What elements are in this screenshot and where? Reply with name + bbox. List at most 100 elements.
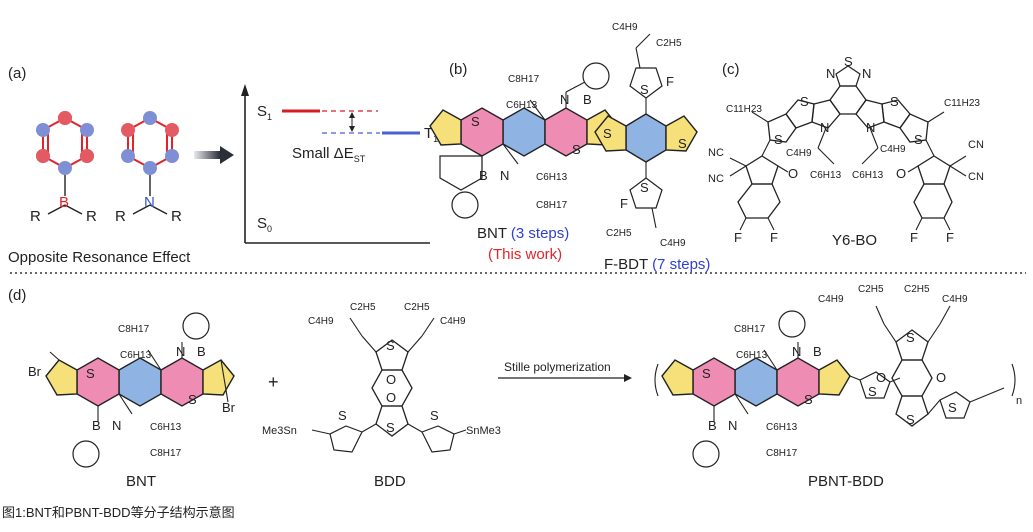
- bnt-d-bromine-left: Br: [28, 364, 42, 379]
- pbnt-chain-c2h5-right: C2H5: [904, 284, 930, 295]
- panel-b: (b) N B B N S S C8H17 C6H13 C6H13 C8H17 …: [429, 22, 710, 273]
- bnt-b-nitrogen-bottom: N: [500, 168, 509, 183]
- bnt-d-boron-bottom: B: [92, 418, 101, 433]
- y6bo-cn-right-bottom: CN: [968, 171, 984, 183]
- fbdt-chain-c2h5-top: C2H5: [656, 38, 682, 49]
- r-left-nitrogen: R: [115, 208, 126, 225]
- pbnt-nitrogen-bottom: N: [728, 418, 737, 433]
- fbdt-chain-c2h5-bottom: C2H5: [606, 228, 632, 239]
- bnt-d-boron-top: B: [197, 344, 206, 359]
- nitrogen-resonance-ring: [121, 111, 179, 215]
- figure-caption: 图1:BNT和PBNT-BDD等分子结构示意图: [2, 505, 235, 520]
- fbdt-chain-c4h9-top: C4H9: [612, 22, 638, 33]
- bnt-d-chain-c8h17-bottom: C8H17: [150, 448, 182, 459]
- bnt-b-chain-c8h17-top: C8H17: [508, 74, 540, 85]
- y6bo-c4h9-right: C4H9: [880, 144, 906, 155]
- bnt-structure-b: [429, 62, 619, 219]
- bnt-b-chain-c6h13-top: C6H13: [506, 100, 538, 111]
- bnt-d-chain-c6h13-bottom: C6H13: [150, 422, 182, 433]
- bnt-d-chain-c8h17-top: C8H17: [118, 324, 150, 335]
- pbnt-chain-c8h17-bottom: C8H17: [766, 448, 798, 459]
- bnt-d-chain-c6h13-top: C6H13: [120, 350, 152, 361]
- y6bo-fluorine-1: F: [734, 230, 742, 245]
- y6bo-nc-left-top: NC: [708, 147, 724, 159]
- energy-level-diagram: [241, 84, 430, 244]
- pbnt-sulfur-left: S: [702, 366, 711, 381]
- y6bo-fluorine-2: F: [770, 230, 778, 245]
- bnt-b-boron-top: B: [583, 92, 592, 107]
- r-right-nitrogen: R: [171, 208, 182, 225]
- y6bo-sulfur-3: S: [774, 132, 783, 147]
- bnt-b-sulfur-right: S: [572, 142, 581, 157]
- bnt-d-sulfur-left: S: [86, 366, 95, 381]
- pbnt-sulfur-bdd-bottom: S: [906, 412, 915, 427]
- pbnt-oxygen-left: O: [876, 370, 886, 385]
- panel-d: (d) N B B N S S Br Br C8H17 C6H13 C6H13 …: [8, 284, 1022, 490]
- y6bo-nitrogen-left: N: [820, 120, 829, 135]
- this-work-note: (This work): [488, 246, 562, 263]
- y6bo-sulfur-1: S: [800, 94, 809, 109]
- panel-d-label: (d): [8, 287, 26, 304]
- pbnt-chain-c4h9-left: C4H9: [818, 294, 844, 305]
- bnt-monomer-caption: BNT: [126, 473, 156, 490]
- bdd-snme3-right: SnMe3: [466, 425, 501, 437]
- y6bo-oxygen-right: O: [896, 166, 906, 181]
- bdd-chain-c4h9-right: C4H9: [440, 316, 466, 327]
- fbdt-caption: F-BDT (7 steps): [604, 256, 710, 273]
- panel-a-label: (a): [8, 65, 26, 82]
- y6bo-cn-right-top: CN: [968, 139, 984, 151]
- plus-sign: +: [268, 372, 279, 392]
- y6bo-c4h9-left: C4H9: [786, 148, 812, 159]
- y6bo-caption: Y6-BO: [832, 232, 877, 249]
- boron-atom: B: [59, 194, 69, 211]
- pbnt-bdd-caption: PBNT-BDD: [808, 473, 884, 490]
- bdd-oxygen-top: O: [386, 372, 396, 387]
- bdd-chain-c2h5-right: C2H5: [404, 302, 430, 313]
- r-right-boron: R: [86, 208, 97, 225]
- bdd-caption: BDD: [374, 473, 406, 490]
- reaction-arrow-head-icon: [624, 374, 632, 382]
- fbdt-structure: [594, 33, 698, 229]
- y6bo-c11h23-left: C11H23: [726, 104, 762, 115]
- y6bo-fluorine-4: F: [946, 230, 954, 245]
- y6bo-sulfur-thiadiazole: S: [844, 54, 853, 69]
- y6bo-sulfur-2: S: [890, 94, 899, 109]
- y6bo-sulfur-4: S: [914, 132, 923, 147]
- s0-label: S0: [257, 215, 272, 234]
- bnt-caption: BNT (3 steps): [477, 225, 569, 242]
- fbdt-sulfur-left: S: [603, 126, 612, 141]
- panel-b-label: (b): [449, 61, 467, 78]
- bdd-snme3-left: Me3Sn: [262, 425, 297, 437]
- bnt-b-sulfur-left: S: [471, 114, 480, 129]
- pbnt-sulfur-thiophene-1: S: [868, 384, 877, 399]
- bnt-monomer-structure: [45, 312, 235, 468]
- bnt-b-boron-bottom: B: [479, 168, 488, 183]
- y6bo-nitrogen-right: N: [866, 120, 875, 135]
- y6bo-oxygen-left: O: [788, 166, 798, 181]
- fbdt-chain-c4h9-bottom: C4H9: [660, 238, 686, 249]
- pbnt-chain-c6h13-top: C6H13: [736, 350, 768, 361]
- bdd-sulfur-bottom: S: [386, 420, 395, 435]
- pbnt-oxygen-right: O: [936, 370, 946, 385]
- y6bo-structure: [729, 65, 967, 231]
- bdd-oxygen-bottom: O: [386, 390, 396, 405]
- panel-c: (c): [708, 54, 984, 249]
- polymer-repeat-n: n: [1016, 395, 1022, 407]
- pbnt-sulfur-bdd-top: S: [906, 330, 915, 345]
- fbdt-sulfur-right: S: [678, 136, 687, 151]
- pbnt-chain-c4h9-right: C4H9: [942, 294, 968, 305]
- bnt-b-chain-c8h17-bottom: C8H17: [536, 200, 568, 211]
- fbdt-sulfur-top: S: [640, 82, 649, 97]
- pbnt-chain-c8h17-top: C8H17: [734, 324, 766, 335]
- s1-label: S1: [257, 103, 272, 122]
- pbnt-sulfur-thiophene-2: S: [948, 400, 957, 415]
- pbnt-nitrogen-top: N: [792, 344, 801, 359]
- bnt-d-nitrogen-bottom: N: [112, 418, 121, 433]
- y6bo-nitrogen-left-top: N: [826, 66, 835, 81]
- bnt-b-chain-c6h13-bottom: C6H13: [536, 172, 568, 183]
- opposite-resonance-caption: Opposite Resonance Effect: [8, 249, 191, 266]
- y6bo-fluorine-3: F: [910, 230, 918, 245]
- pbnt-chain-c2h5-left: C2H5: [858, 284, 884, 295]
- y6bo-c6h13-left: C6H13: [810, 170, 842, 181]
